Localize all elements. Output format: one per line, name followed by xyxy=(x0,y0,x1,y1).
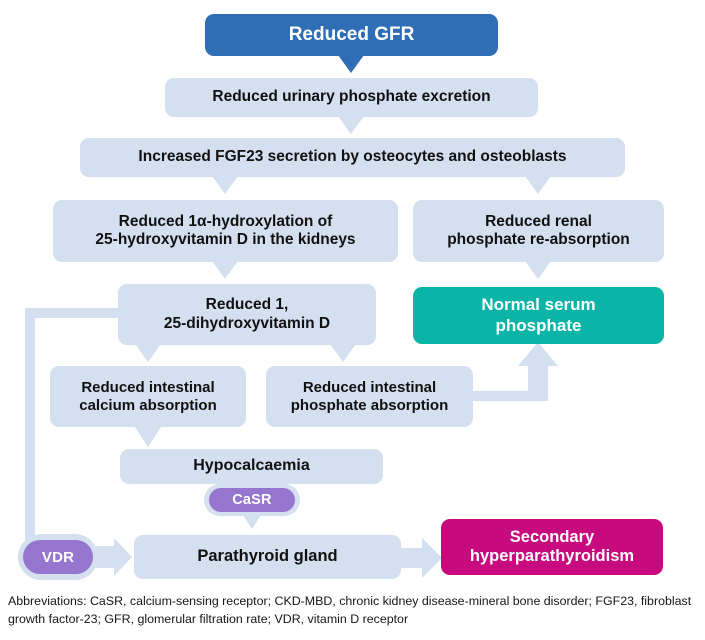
node-reduced-1a-hydroxylation[interactable]: Reduced 1α-hydroxylation of 25-hydroxyvi… xyxy=(53,200,398,262)
node-reduced-intestinal-phosphate-absorption[interactable]: Reduced intestinal phosphate absorption xyxy=(266,366,473,427)
node-parathyroid-gland[interactable]: Parathyroid gland xyxy=(134,535,401,579)
node-secondary-hyperparathyroidism[interactable]: Secondary hyperparathyroidism xyxy=(441,519,663,575)
node-reduced-urinary-phosphate-excretion[interactable]: Reduced urinary phosphate excretion xyxy=(165,78,538,117)
receptor-pill-casr[interactable]: CaSR xyxy=(209,488,295,512)
feedback-vdr-riser xyxy=(25,308,35,558)
arrow-fgf23-to-hydroxylation xyxy=(212,176,238,194)
node-hypocalcaemia[interactable]: Hypocalcaemia xyxy=(120,449,383,484)
arrow-renal-to-normal-serum xyxy=(525,261,551,279)
receptor-pill-vdr[interactable]: VDR xyxy=(23,540,93,574)
node-reduced-gfr[interactable]: Reduced GFR xyxy=(205,14,498,56)
arrow-vdr-to-parathyroid xyxy=(93,538,132,576)
abbreviations-footnote: Abbreviations: CaSR, calcium-sensing rec… xyxy=(8,594,692,627)
arrow-parathyroid-to-secondary xyxy=(400,538,442,578)
arrow-dihydroxy-to-phosphate xyxy=(330,344,356,362)
arrow-hydroxylation-to-dihydroxy xyxy=(212,261,238,279)
node-normal-serum-phosphate[interactable]: Normal serum phosphate xyxy=(413,287,664,344)
feedback-vdr-to-dihydroxy xyxy=(25,308,120,557)
node-reduced-renal-phosphate-reabsorption[interactable]: Reduced renal phosphate re-absorption xyxy=(413,200,664,262)
arrow-urinary-to-fgf23 xyxy=(338,116,364,134)
arrow-dihydroxy-to-calcium xyxy=(135,344,161,362)
arrow-gfr-to-urinary xyxy=(338,55,364,73)
node-reduced-intestinal-calcium-absorption[interactable]: Reduced intestinal calcium absorption xyxy=(50,366,246,427)
arrow-calcium-to-hypocalcaemia xyxy=(135,427,161,447)
elbow-phosphate-to-normal-serum xyxy=(470,342,558,401)
node-reduced-1-25-dihydroxyvitamin-d[interactable]: Reduced 1, 25-dihydroxyvitamin D xyxy=(118,284,376,345)
node-increased-fgf23-secretion[interactable]: Increased FGF23 secretion by osteocytes … xyxy=(80,138,625,177)
feedback-vdr-top-segment xyxy=(25,308,123,318)
arrow-fgf23-to-renal xyxy=(525,176,551,194)
